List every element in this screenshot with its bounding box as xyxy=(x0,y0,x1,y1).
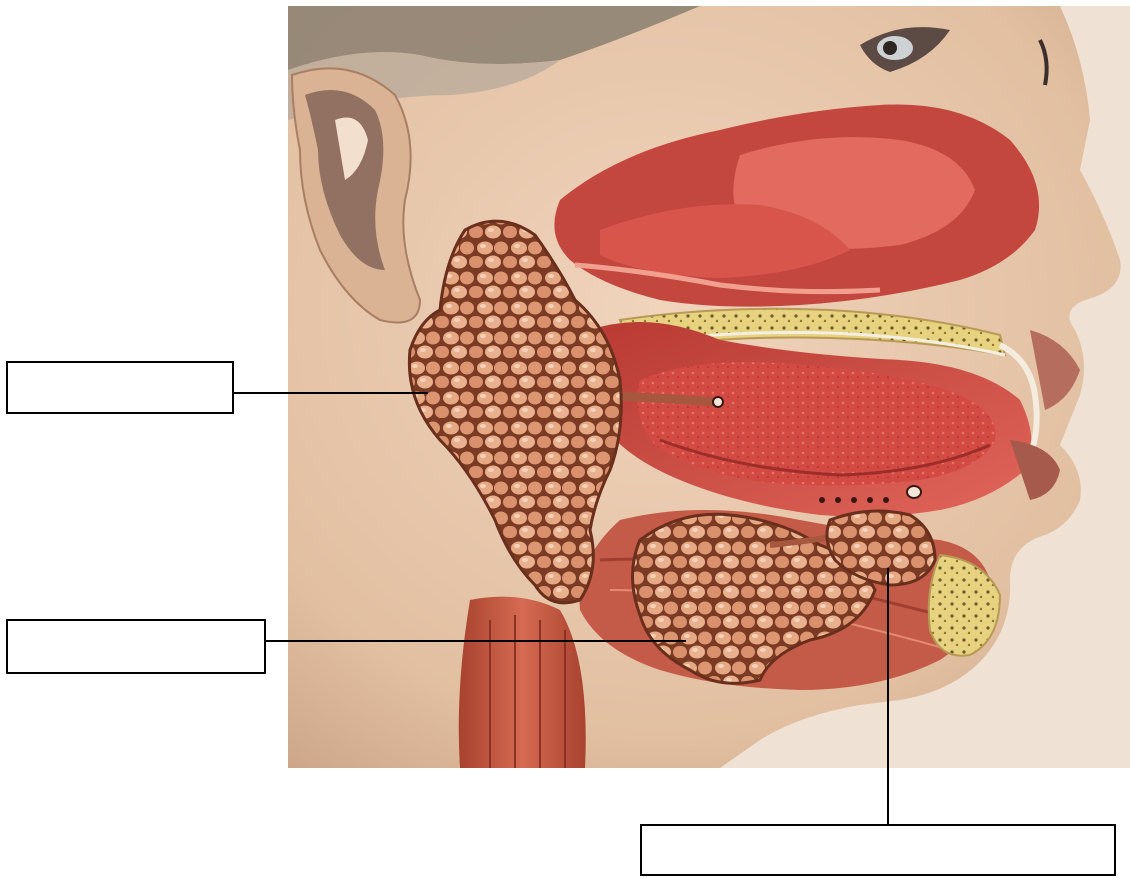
label-box-parotid[interactable] xyxy=(6,361,234,414)
label-box-sublingual[interactable] xyxy=(640,824,1116,876)
label-box-submandibular[interactable] xyxy=(6,619,266,674)
